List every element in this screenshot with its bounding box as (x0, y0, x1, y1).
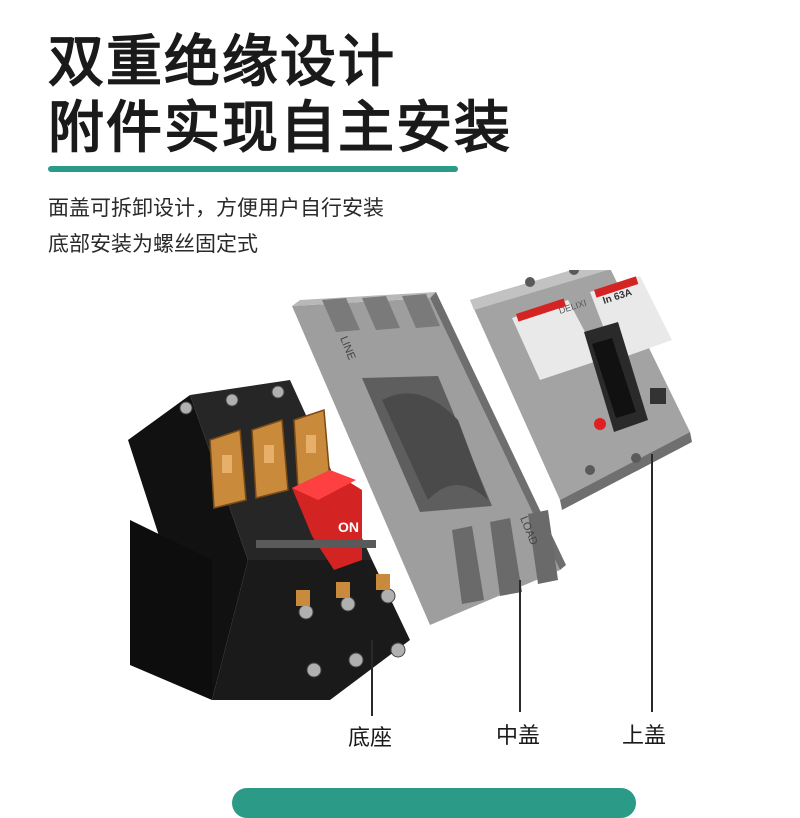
headline-line-2: 附件实现自主安装 (48, 96, 512, 161)
description-line-1: 面盖可拆卸设计，方便用户自行安装 (48, 196, 384, 220)
breaker-base: ON (128, 380, 410, 700)
headline: 双重绝缘设计 附件实现自主安装 (48, 30, 512, 162)
breaker-exploded-illustration: ON LINE LOAD (128, 270, 692, 716)
description-line-2: 底部安装为螺丝固定式 (48, 232, 258, 256)
accent-rule (48, 166, 458, 172)
on-mark: ON (338, 519, 359, 535)
label-base: 底座 (348, 726, 393, 751)
breaker-middle-cover: LINE LOAD (292, 292, 566, 625)
label-top-cover: 上盖 (622, 724, 667, 749)
footer-accent-bar (232, 788, 636, 818)
label-middle-cover: 中盖 (496, 724, 541, 749)
breaker-top-cover: DELIXI In 63A (470, 270, 692, 510)
headline-line-1: 双重绝缘设计 (48, 30, 396, 95)
label-leader-lines (371, 454, 653, 716)
description: 面盖可拆卸设计，方便用户自行安装 底部安装为螺丝固定式 (48, 190, 384, 262)
